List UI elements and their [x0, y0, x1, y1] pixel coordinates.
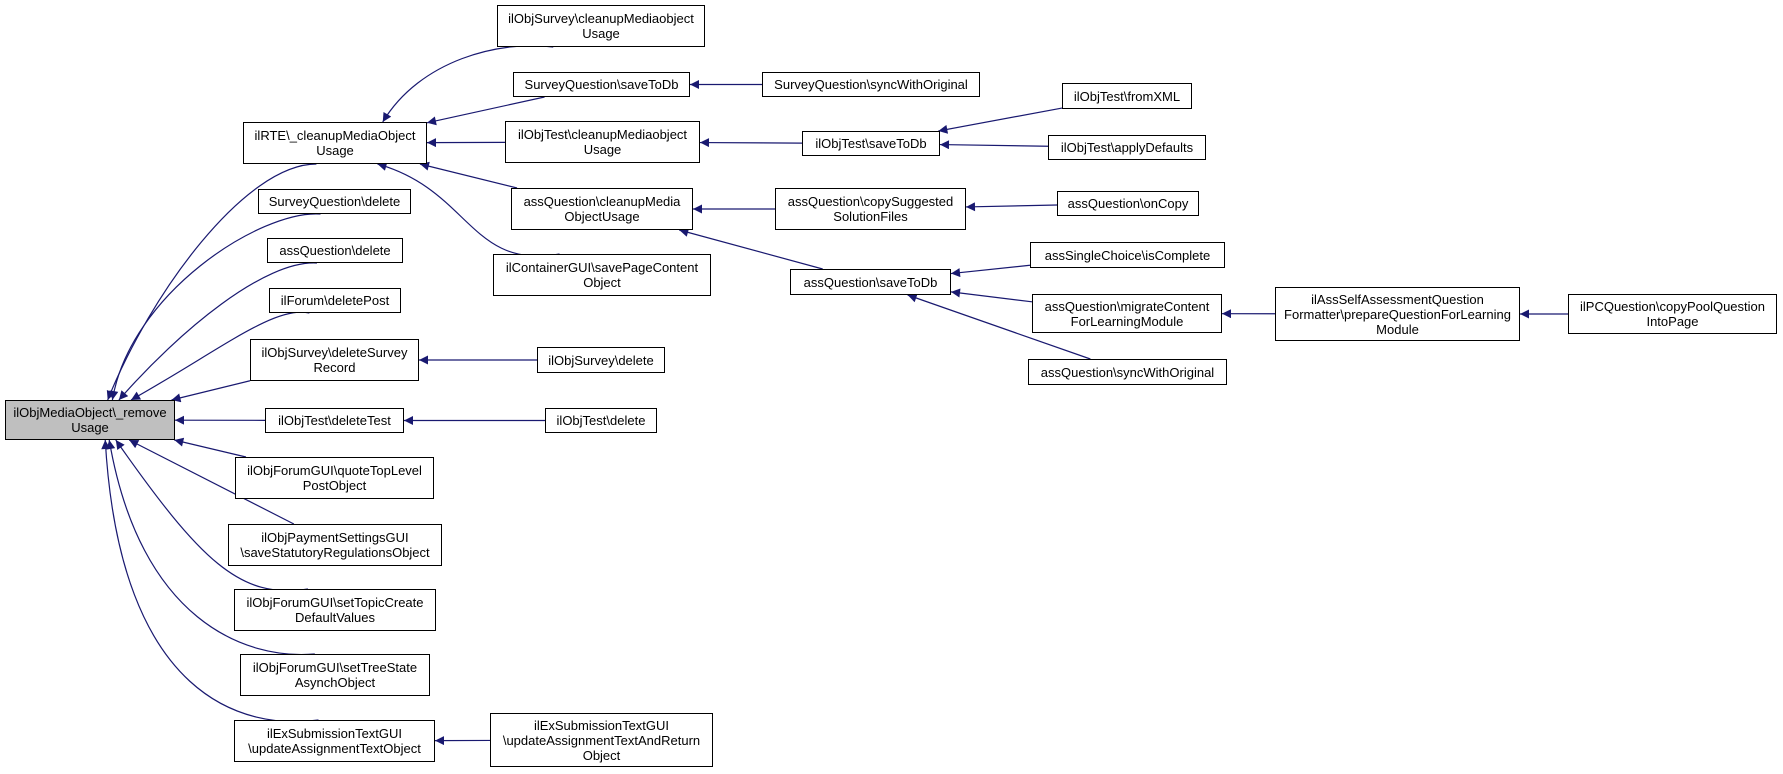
node-sq-sync[interactable]: SurveyQuestion\syncWithOriginal: [762, 72, 980, 97]
node-label: assQuestion\saveToDb: [803, 274, 938, 290]
node-aq-delete[interactable]: assQuestion\delete: [267, 238, 403, 263]
node-container[interactable]: ilContainerGUI\savePageContent Object: [493, 254, 711, 296]
node-label: ilObjTest\saveToDb: [815, 136, 927, 151]
edge-test_fromxml-to-test_save: [938, 107, 1063, 134]
node-test-cleanup[interactable]: ilObjTest\cleanupMediaobject Usage: [505, 121, 700, 163]
node-label: assQuestion\onCopy: [1067, 196, 1189, 211]
edge-aq_sync-to-aq_save: [907, 293, 1091, 360]
node-exsub-return[interactable]: ilExSubmissionTextGUI \updateAssignmentT…: [490, 713, 713, 767]
node-root[interactable]: ilObjMediaObject\_remove Usage: [5, 400, 175, 440]
node-label: ilObjForumGUI\setTopicCreate DefaultValu…: [246, 595, 424, 625]
edge-survey_delrec-to-root: [171, 380, 251, 403]
node-aq-save[interactable]: assQuestion\saveToDb: [790, 269, 951, 295]
node-label: ilObjSurvey\deleteSurvey Record: [261, 345, 408, 375]
edge-payment-to-root: [128, 439, 295, 525]
node-label: ilContainerGUI\savePageContent Object: [505, 260, 699, 290]
edge-forum_quote-to-root: [174, 437, 247, 458]
edge-forum_tree-to-root: [106, 439, 315, 656]
node-label: ilObjTest\fromXML: [1073, 88, 1181, 104]
node-label: ilObjSurvey\delete: [548, 352, 654, 368]
node-aq-migrate[interactable]: assQuestion\migrateContent ForLearningMo…: [1032, 294, 1222, 333]
edge-aq_cleanup-to-rte: [419, 161, 518, 189]
edge-single_complete-to-aq_save: [950, 264, 1031, 278]
node-label: ilForum\deletePost: [280, 293, 390, 308]
node-label: ilObjForumGUI\quoteTopLevel PostObject: [247, 463, 422, 493]
node-label: ilObjMediaObject\_remove Usage: [13, 405, 167, 435]
node-self-assess[interactable]: ilAssSelfAssessmentQuestion Formatter\pr…: [1275, 287, 1520, 341]
node-label: ilObjTest\applyDefaults: [1060, 140, 1194, 155]
node-label: ilAssSelfAssessmentQuestion Formatter\pr…: [1284, 291, 1511, 337]
node-label: ilObjTest\deleteTest: [278, 413, 391, 428]
node-survey-delrec[interactable]: ilObjSurvey\deleteSurvey Record: [250, 339, 419, 381]
node-sq-delete[interactable]: SurveyQuestion\delete: [258, 189, 411, 214]
node-test-save[interactable]: ilObjTest\saveToDb: [802, 131, 940, 156]
node-label: assSingleChoice\isComplete: [1044, 247, 1211, 263]
node-test-deltest[interactable]: ilObjTest\deleteTest: [265, 408, 404, 433]
node-test-delete[interactable]: ilObjTest\delete: [545, 408, 657, 433]
node-aq-oncopy[interactable]: assQuestion\onCopy: [1057, 191, 1199, 216]
edge-aq_migrate-to-aq_save: [950, 288, 1033, 303]
edge-sq_save-to-rte: [426, 96, 545, 126]
node-label: SurveyQuestion\syncWithOriginal: [774, 77, 968, 92]
edge-sq_delete-to-root: [109, 213, 321, 401]
node-label: ilPCQuestion\copyPoolQuestion IntoPage: [1580, 299, 1765, 329]
node-label: assQuestion\copySuggested SolutionFiles: [787, 194, 954, 224]
node-label: assQuestion\cleanupMedia ObjectUsage: [523, 194, 681, 224]
node-exsub-update[interactable]: ilExSubmissionTextGUI \updateAssignmentT…: [234, 720, 435, 762]
node-forum-topic[interactable]: ilObjForumGUI\setTopicCreate DefaultValu…: [234, 589, 436, 631]
node-label: ilExSubmissionTextGUI \updateAssignmentT…: [502, 717, 701, 763]
edge-test_save-to-test_cleanup: [699, 138, 803, 148]
edge-aq_delete-to-root: [118, 262, 317, 401]
node-single-complete[interactable]: assSingleChoice\isComplete: [1030, 242, 1225, 268]
node-forum-tree[interactable]: ilObjForumGUI\setTreeState AsynchObject: [240, 654, 430, 696]
node-aq-sync[interactable]: assQuestion\syncWithOriginal: [1028, 359, 1227, 385]
node-label: ilRTE\_cleanupMediaObject Usage: [254, 128, 416, 158]
node-forum-delpost[interactable]: ilForum\deletePost: [269, 288, 401, 313]
node-label: SurveyQuestion\saveToDb: [524, 77, 679, 92]
node-payment[interactable]: ilObjPaymentSettingsGUI \saveStatutoryRe…: [228, 524, 442, 566]
node-sq-save[interactable]: SurveyQuestion\saveToDb: [513, 72, 690, 97]
node-survey-delete[interactable]: ilObjSurvey\delete: [537, 347, 665, 373]
edge-test_defaults-to-test_save: [939, 140, 1049, 150]
node-test-fromxml[interactable]: ilObjTest\fromXML: [1062, 83, 1192, 109]
node-label: SurveyQuestion\delete: [268, 194, 401, 209]
node-pc-copy[interactable]: ilPCQuestion\copyPoolQuestion IntoPage: [1568, 294, 1777, 334]
node-label: ilObjPaymentSettingsGUI \saveStatutoryRe…: [240, 530, 430, 560]
node-label: assQuestion\delete: [279, 243, 391, 258]
edge-aq_oncopy-to-aq_copysugg: [965, 202, 1058, 212]
node-test-defaults[interactable]: ilObjTest\applyDefaults: [1048, 135, 1206, 160]
node-label: assQuestion\syncWithOriginal: [1040, 364, 1215, 380]
edge-rte-to-root: [106, 163, 317, 401]
node-survey-cleanup[interactable]: ilObjSurvey\cleanupMediaobject Usage: [497, 5, 705, 47]
node-label: ilObjSurvey\cleanupMediaobject Usage: [508, 11, 694, 41]
edge-aq_save-to-aq_cleanup: [679, 228, 823, 270]
node-label: ilExSubmissionTextGUI \updateAssignmentT…: [248, 726, 421, 756]
node-rte[interactable]: ilRTE\_cleanupMediaObject Usage: [243, 122, 427, 164]
node-label: ilObjTest\cleanupMediaobject Usage: [517, 127, 688, 157]
node-aq-copysugg[interactable]: assQuestion\copySuggested SolutionFiles: [775, 188, 966, 230]
node-label: assQuestion\migrateContent ForLearningMo…: [1044, 298, 1210, 329]
node-label: ilObjForumGUI\setTreeState AsynchObject: [252, 660, 418, 690]
node-aq-cleanup[interactable]: assQuestion\cleanupMedia ObjectUsage: [511, 188, 693, 230]
node-forum-quote[interactable]: ilObjForumGUI\quoteTopLevel PostObject: [235, 457, 434, 499]
node-label: ilObjTest\delete: [556, 413, 646, 428]
